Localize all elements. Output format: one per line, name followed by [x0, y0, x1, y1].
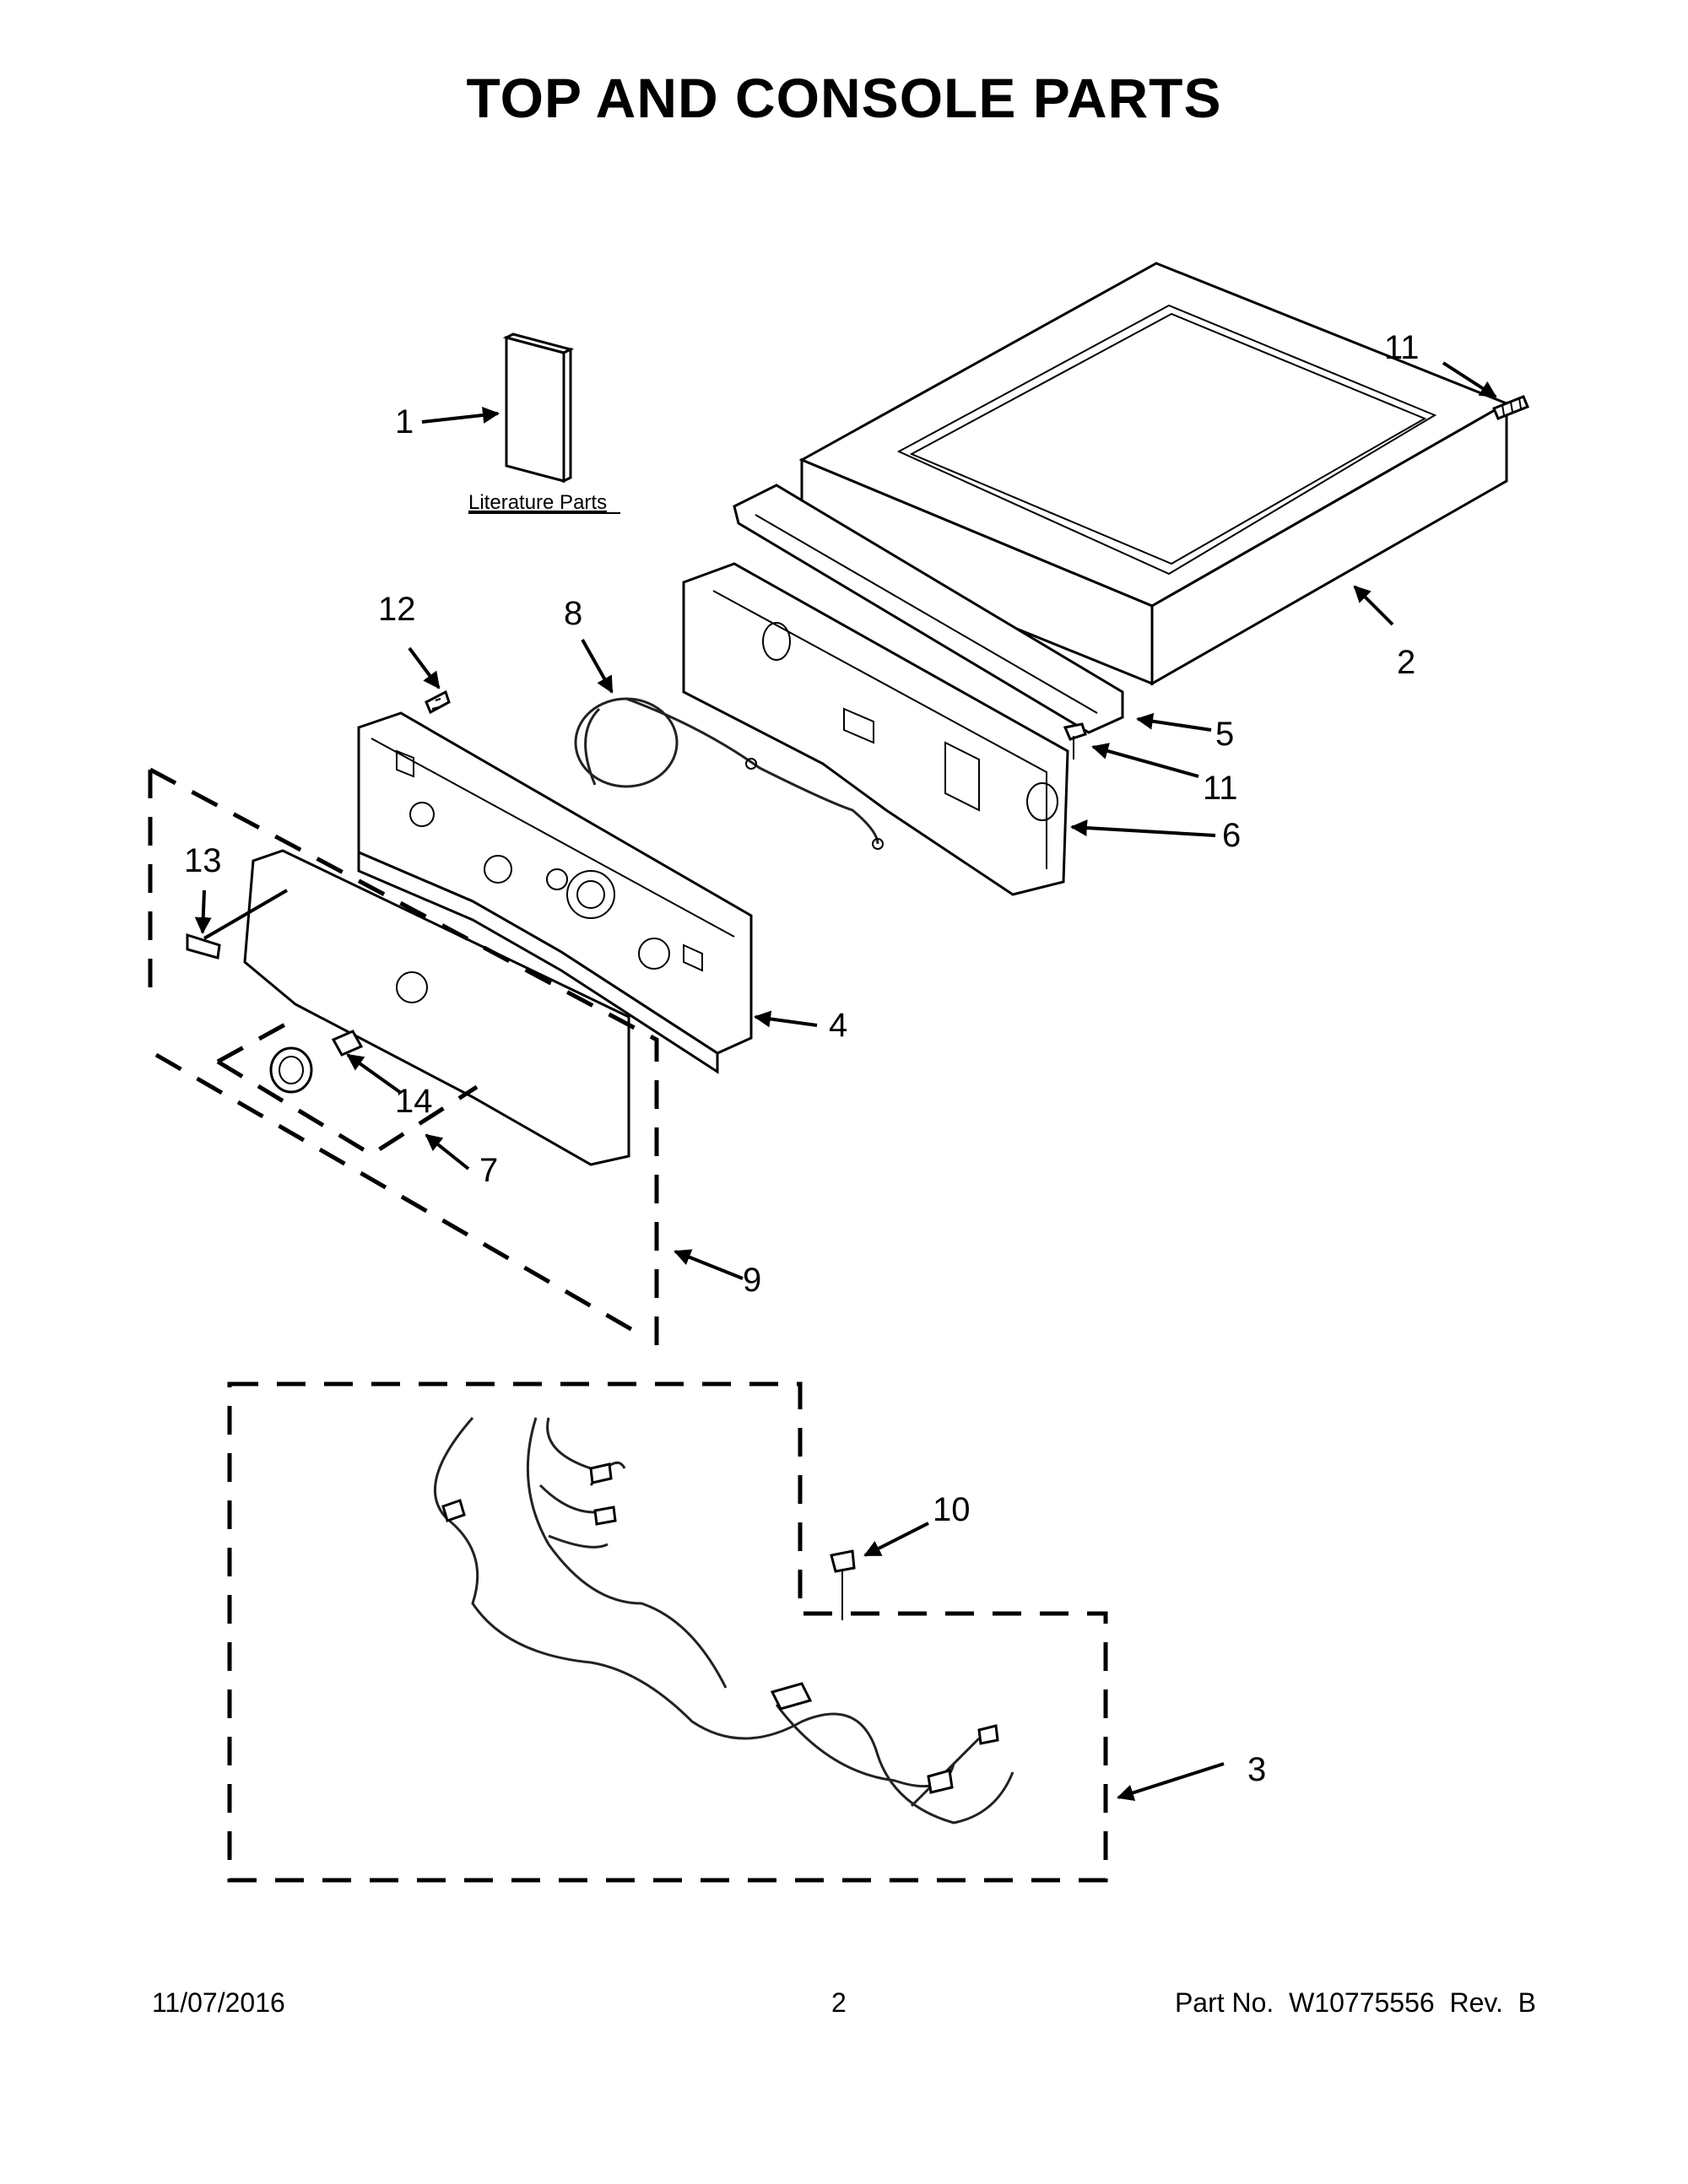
callout-10: 10	[933, 1491, 971, 1528]
callout-8: 8	[564, 595, 582, 632]
callout-3: 3	[1247, 1751, 1266, 1788]
control-knob	[269, 1030, 364, 1094]
footer-date: 11/07/2016	[152, 1987, 285, 2018]
dashed-region-3	[227, 1381, 1108, 1883]
top-panel	[798, 262, 1510, 686]
rear-bracket	[733, 484, 1124, 734]
callout-2: 2	[1397, 644, 1415, 681]
footer-page-number: 2	[831, 1987, 847, 2018]
callout-11-top: 11	[1384, 329, 1420, 366]
literature-parts-label: Literature Parts	[468, 491, 607, 514]
callout-6: 6	[1222, 817, 1241, 854]
callout-7: 7	[479, 1152, 498, 1189]
literature-book	[502, 332, 575, 484]
screw-10	[830, 1549, 856, 1620]
dashed-region-9	[148, 767, 659, 1359]
main-wire-harness	[434, 1417, 1014, 1825]
console-panel	[357, 711, 753, 1074]
leader-arrows	[194, 361, 1497, 1802]
membrane-overlay	[243, 849, 630, 1166]
page-title: TOP AND CONSOLE PARTS	[466, 67, 1222, 129]
callout-12: 12	[378, 591, 416, 628]
clip-13	[186, 933, 221, 960]
dashed-region-7	[216, 1019, 479, 1157]
callout-13: 13	[184, 842, 222, 879]
callout-9: 9	[743, 1262, 761, 1299]
screw-11-top	[1492, 395, 1529, 420]
screw-12	[425, 689, 451, 715]
callout-5: 5	[1215, 716, 1234, 753]
callout-1: 1	[395, 403, 414, 441]
callout-14: 14	[395, 1083, 433, 1120]
screw-11-side	[1063, 722, 1087, 760]
callout-11-side: 11	[1203, 770, 1238, 807]
footer-part-number: Part No. W10775556 Rev. B	[1174, 1987, 1536, 2018]
callout-4: 4	[829, 1007, 847, 1044]
console-frame	[682, 562, 1069, 896]
console-wire-harness	[574, 697, 884, 850]
